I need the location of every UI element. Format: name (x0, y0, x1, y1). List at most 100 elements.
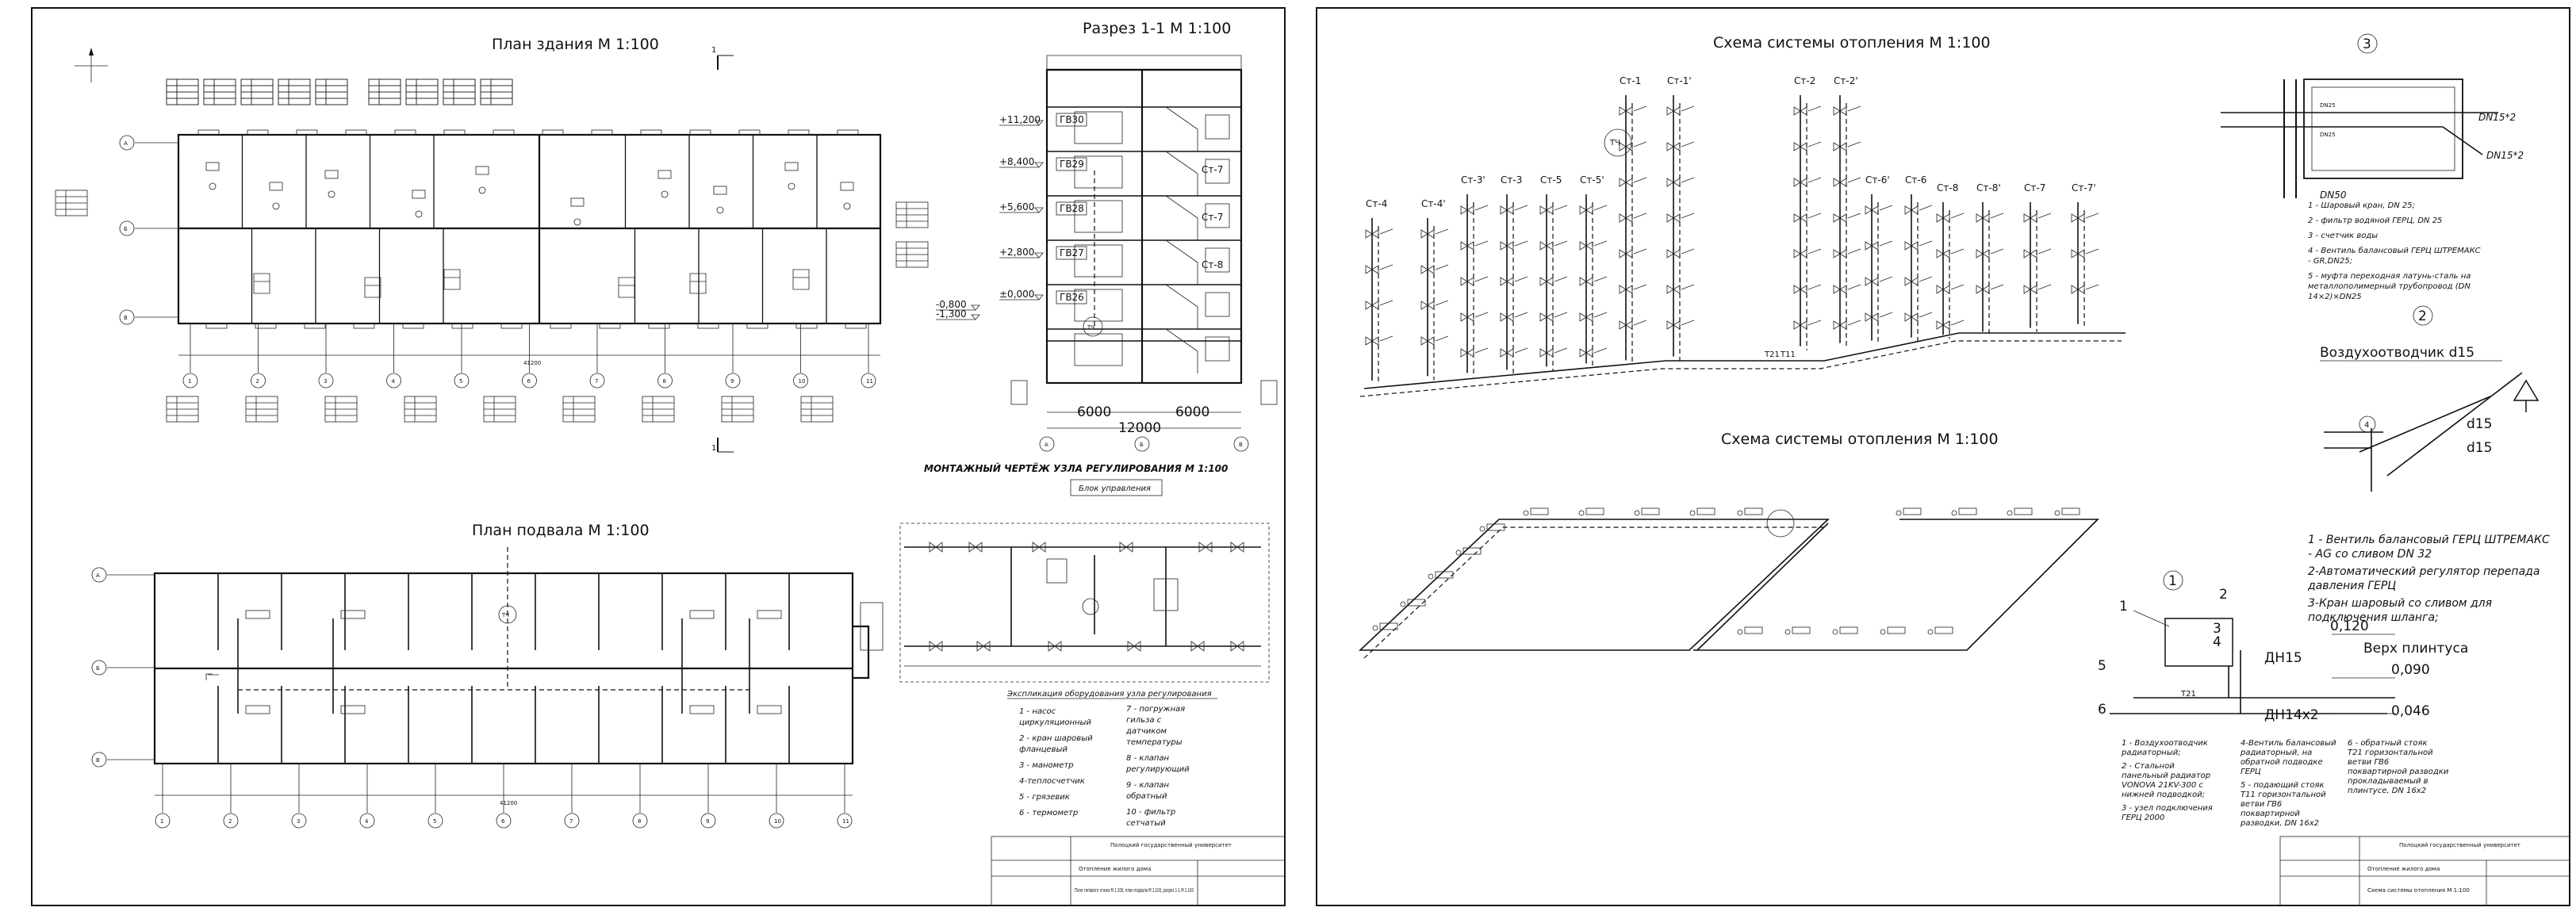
radiator-valve-icon (1420, 336, 1435, 346)
level-0120: 0,120 (2330, 618, 2369, 634)
axis-row-2: В (124, 315, 128, 321)
svg-text:В: В (1239, 442, 1243, 448)
svg-text:1: 1 (711, 46, 716, 55)
radiator-valve-icon (1865, 312, 1879, 322)
radiator-valve-icon (1793, 249, 1807, 258)
riser-label-5: Ст-5' (1580, 174, 1604, 186)
left-sheet-frame (31, 7, 1286, 906)
radiator-valve-icon (1500, 205, 1514, 215)
radiator-valve-icon (1936, 285, 1950, 294)
radiator-valve-icon (1833, 106, 1847, 116)
basement-axis-col-3: 3 (297, 818, 300, 825)
node-1-detail: 1 0,120 Верх плинтуса 0,090 0,046 ДН15 Д… (2098, 570, 2468, 723)
riser-label-15: Ст-7' (2072, 182, 2096, 193)
radiator-valve-icon (1666, 285, 1681, 294)
basement-axis-col-2: 2 (228, 818, 232, 825)
axis-row-0: А (124, 140, 128, 147)
riser-label-4: Ст-5 (1540, 174, 1562, 186)
node3-dn-b: DN15*2 (2486, 150, 2524, 161)
riser-label-7: Ст-1' (1667, 75, 1692, 86)
section-room-0: ГВ30 (1060, 114, 1084, 125)
heating-scheme-2 (1358, 507, 2099, 659)
radiator-valve-icon (1904, 277, 1919, 286)
axis-col-8: 8 (663, 378, 666, 385)
radiator-valve-icon (2071, 249, 2085, 258)
radiator-valve-icon (1976, 213, 1990, 223)
level-0090: 0,090 (2391, 662, 2430, 678)
radiator-valve-icon (2071, 213, 2085, 223)
radiator-valve-icon (1793, 106, 1807, 116)
section-riser-2: Ст-8 (1202, 259, 1223, 270)
axis-col-2: 2 (256, 378, 259, 385)
riser-label-0: Ст-4 (1366, 198, 1387, 209)
radiator-valve-icon (1793, 320, 1807, 330)
control-block-label: Блок управления (1079, 484, 1151, 493)
radiator-valve-icon (1619, 249, 1633, 258)
level-3: +2,800 (999, 247, 1034, 258)
basement-axis-col-1: 1 (160, 818, 163, 825)
basement-total-dimension: 41200 (500, 800, 517, 806)
basement-axis-col-5: 5 (433, 818, 436, 825)
radiator-valve-icon (2071, 285, 2085, 294)
radiator-valve-icon (1619, 285, 1633, 294)
riser-label-14: Ст-7 (2024, 182, 2045, 193)
radiator-valve-icon (2023, 213, 2037, 223)
heating-scheme-1: ТЧ (1359, 95, 2126, 397)
radiator-valve-icon (1460, 277, 1474, 286)
callout-1: 1 (2119, 599, 2128, 614)
radiator-valve-icon (1833, 213, 1847, 223)
radiator-valve-icon (1579, 312, 1593, 322)
radiator-icon (1435, 571, 1454, 579)
radiator-valve-icon (1619, 178, 1633, 187)
radiator-icon (1379, 622, 1398, 630)
radiator-icon (1744, 507, 1763, 515)
valve-icon (1048, 641, 1062, 652)
node3-dn-a: DN15*2 (2478, 112, 2516, 123)
riser-label-2: Ст-3' (1461, 174, 1485, 186)
regulation-node-diagram (899, 523, 1270, 683)
riser-label-8: Ст-2 (1794, 75, 1815, 86)
radiator-valve-icon (1619, 106, 1633, 116)
section-mark-top: 1 (711, 46, 734, 70)
basement-axis-col-6: 6 (501, 818, 505, 825)
right-stamp-org: Полоцкий государственный университет (2399, 842, 2520, 848)
node3-dn-e: DN25 (2320, 132, 2336, 138)
radiator-valve-icon (1500, 241, 1514, 251)
valve-icon (1032, 542, 1046, 553)
section-riser-1: Ст-7 (1202, 212, 1223, 223)
section-dimensions: 6000 6000 12000 А Б В (1039, 404, 1249, 452)
radiator-icon (1462, 547, 1482, 555)
radiator-valve-icon (1904, 312, 1919, 322)
basement-axis-row-1: Б (96, 665, 100, 672)
right-stamp-content: Схема системы отопления М 1:100 (2367, 887, 2470, 894)
montage-title: МОНТАЖНЫЙ ЧЕРТЁЖ УЗЛА РЕГУЛИРОВАНИЯ М 1:… (924, 462, 1228, 474)
svg-text:ТЧ: ТЧ (501, 612, 509, 618)
radiator-valve-icon (1666, 249, 1681, 258)
radiator-valve-icon (1500, 348, 1514, 358)
radiator-valve-icon (1936, 249, 1950, 258)
compass-icon (75, 48, 108, 82)
level-4: ±0,000 (999, 289, 1034, 300)
radiator-valve-icon (1666, 106, 1681, 116)
axis-col-3: 3 (324, 378, 327, 385)
node-2-legend: 1 - Вентиль балансовый ГЕРЦ ШТРЕМАКС- AG… (2307, 534, 2550, 624)
section-room-4: ГВ26 (1060, 292, 1084, 303)
legend-left-4: 5 - грязевик (1019, 793, 1070, 802)
pipe-label-t11: Т11 (1780, 350, 1796, 359)
radiator-icon (1530, 507, 1549, 515)
valve-icon (1230, 641, 1244, 652)
section-riser-0: Ст-7 (1202, 164, 1223, 175)
d15-a: d15 (2467, 416, 2492, 432)
valve-icon (1119, 542, 1133, 553)
radiator-valve-icon (1539, 348, 1554, 358)
callout-4: 4 (2213, 634, 2221, 650)
